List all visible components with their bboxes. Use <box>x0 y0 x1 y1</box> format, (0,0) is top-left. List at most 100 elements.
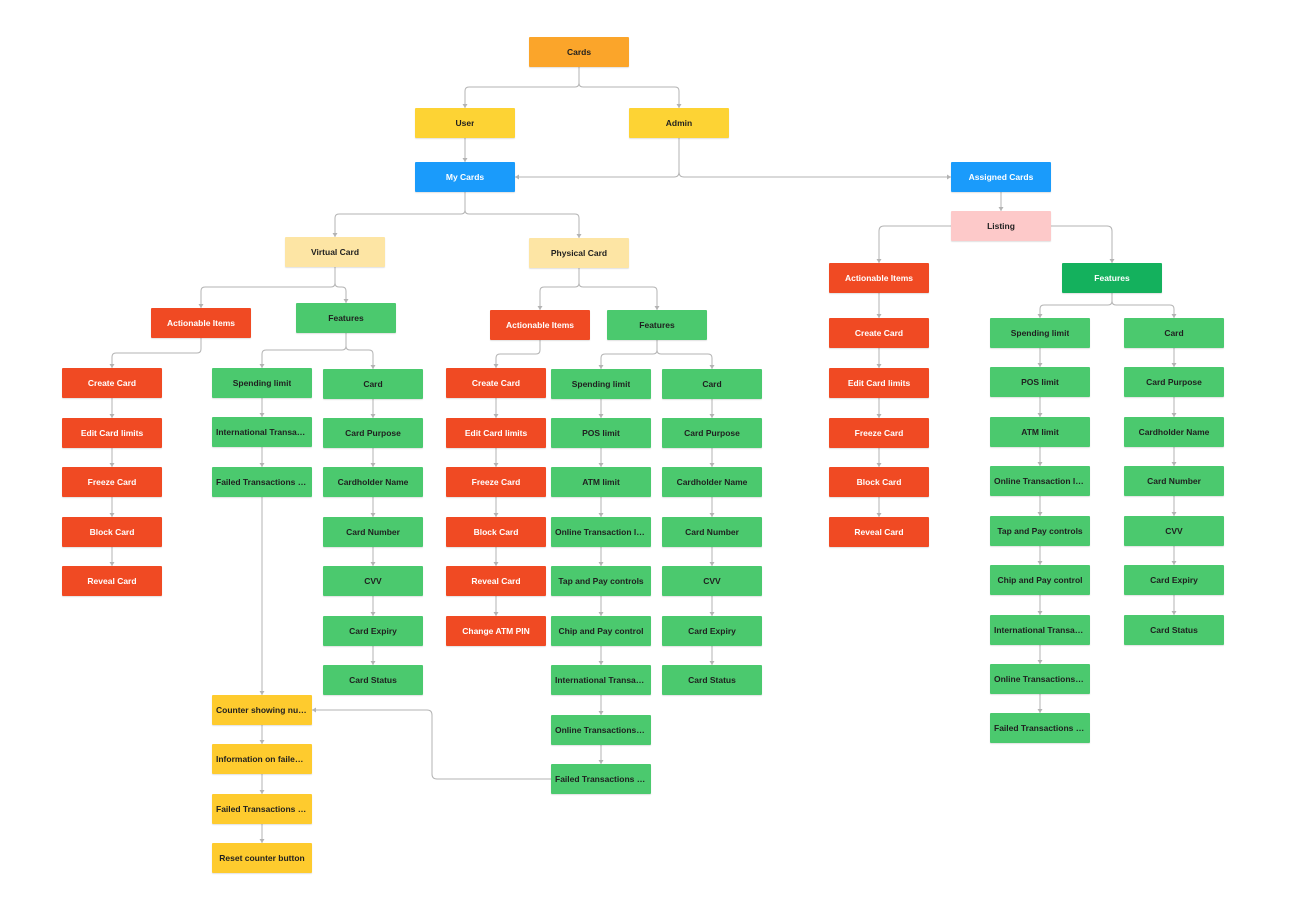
node-pc-card-purpose[interactable]: Card Purpose <box>662 418 762 448</box>
node-pc-change-atm-pin[interactable]: Change ATM PIN <box>446 616 546 646</box>
node-ac-reveal-card[interactable]: Reveal Card <box>829 517 929 547</box>
connector-arrowhead <box>876 364 882 368</box>
node-vc-freeze-card[interactable]: Freeze Card <box>62 467 162 497</box>
connector-arrowhead <box>876 513 882 517</box>
node-ac-card[interactable]: Card <box>1124 318 1224 348</box>
node-pc-spending-limit[interactable]: Spending limit <box>551 369 651 399</box>
node-label: CVV <box>364 576 382 586</box>
node-ac-edit-card-limits[interactable]: Edit Card limits <box>829 368 929 398</box>
connector-arrowhead <box>198 304 204 308</box>
node-ac-cardholder-name[interactable]: Cardholder Name <box>1124 417 1224 447</box>
node-ac-actionable-items[interactable]: Actionable Items <box>829 263 929 293</box>
node-label: Counter showing num... <box>216 705 308 715</box>
node-vc-card-number[interactable]: Card Number <box>323 517 423 547</box>
node-ac-online-transaction-limit[interactable]: Online Transaction limit <box>990 466 1090 496</box>
node-pc-card-number[interactable]: Card Number <box>662 517 762 547</box>
node-ac-tap-and-pay[interactable]: Tap and Pay controls <box>990 516 1090 546</box>
node-ac-international-transactions[interactable]: International Transacti... <box>990 615 1090 645</box>
node-ac-card-expiry[interactable]: Card Expiry <box>1124 565 1224 595</box>
node-vc-card-status[interactable]: Card Status <box>323 665 423 695</box>
connector-arrowhead <box>876 259 882 263</box>
node-vc-failed-transactions[interactable]: Failed Transactions Co... <box>212 467 312 497</box>
node-virtual-card[interactable]: Virtual Card <box>285 237 385 267</box>
node-failed-history[interactable]: Failed Transactions hi... <box>212 794 312 824</box>
node-physical-card[interactable]: Physical Card <box>529 238 629 268</box>
node-label: Card Purpose <box>1146 377 1202 387</box>
node-ac-atm-limit[interactable]: ATM limit <box>990 417 1090 447</box>
node-ac-freeze-card[interactable]: Freeze Card <box>829 418 929 448</box>
node-vc-card-purpose[interactable]: Card Purpose <box>323 418 423 448</box>
node-pc-pos-limit[interactable]: POS limit <box>551 418 651 448</box>
node-vc-card[interactable]: Card <box>323 369 423 399</box>
node-admin[interactable]: Admin <box>629 108 729 138</box>
node-pc-actionable-items[interactable]: Actionable Items <box>490 310 590 340</box>
node-pc-reveal-card[interactable]: Reveal Card <box>446 566 546 596</box>
node-ac-pos-limit[interactable]: POS limit <box>990 367 1090 397</box>
node-ac-card-purpose[interactable]: Card Purpose <box>1124 367 1224 397</box>
node-assigned-cards[interactable]: Assigned Cards <box>951 162 1051 192</box>
node-label: Card Expiry <box>688 626 736 636</box>
connector-arrowhead <box>259 413 265 417</box>
node-ac-block-card[interactable]: Block Card <box>829 467 929 497</box>
node-pc-failed-transactions[interactable]: Failed Transactions Co... <box>551 764 651 794</box>
node-pc-online-transactions[interactable]: Online Transactions c... <box>551 715 651 745</box>
node-vc-create-card[interactable]: Create Card <box>62 368 162 398</box>
node-ac-failed-transactions[interactable]: Failed Transactions Co... <box>990 713 1090 743</box>
node-ac-create-card[interactable]: Create Card <box>829 318 929 348</box>
node-ac-chip-and-pay[interactable]: Chip and Pay control <box>990 565 1090 595</box>
node-ac-spending-limit[interactable]: Spending limit <box>990 318 1090 348</box>
node-pc-international-transactions[interactable]: International Transacti... <box>551 665 651 695</box>
node-pc-card[interactable]: Card <box>662 369 762 399</box>
connector-line <box>656 340 713 369</box>
connector-arrowhead <box>1171 363 1177 367</box>
node-ac-card-status[interactable]: Card Status <box>1124 615 1224 645</box>
node-pc-online-transaction-limit[interactable]: Online Transaction limit <box>551 517 651 547</box>
node-vc-international-transactions[interactable]: International Transacti... <box>212 417 312 447</box>
node-vc-reveal-card[interactable]: Reveal Card <box>62 566 162 596</box>
node-pc-edit-card-limits[interactable]: Edit Card limits <box>446 418 546 448</box>
node-label: Physical Card <box>550 248 608 258</box>
node-listing[interactable]: Listing <box>951 211 1051 241</box>
node-pc-chip-and-pay[interactable]: Chip and Pay control <box>551 616 651 646</box>
node-pc-atm-limit[interactable]: ATM limit <box>551 467 651 497</box>
connector-arrowhead <box>259 691 265 695</box>
node-pc-create-card[interactable]: Create Card <box>446 368 546 398</box>
node-label: My Cards <box>445 172 485 182</box>
node-pc-freeze-card[interactable]: Freeze Card <box>446 467 546 497</box>
connector-arrowhead <box>332 233 338 237</box>
node-pc-tap-and-pay[interactable]: Tap and Pay controls <box>551 566 651 596</box>
node-vc-spending-limit[interactable]: Spending limit <box>212 368 312 398</box>
connector-arrowhead <box>598 711 604 715</box>
node-vc-cvv[interactable]: CVV <box>323 566 423 596</box>
connector-arrowhead <box>515 174 519 180</box>
node-pc-cvv[interactable]: CVV <box>662 566 762 596</box>
node-label: Edit Card limits <box>80 428 144 438</box>
node-pc-block-card[interactable]: Block Card <box>446 517 546 547</box>
node-vc-cardholder-name[interactable]: Cardholder Name <box>323 467 423 497</box>
node-pc-features[interactable]: Features <box>607 310 707 340</box>
node-reset-counter[interactable]: Reset counter button <box>212 843 312 873</box>
connector-arrowhead <box>370 513 376 517</box>
node-label: Spending limit <box>571 379 631 389</box>
node-label: Actionable Items <box>505 320 575 330</box>
node-ac-online-transactions[interactable]: Online Transactions c... <box>990 664 1090 694</box>
node-failed-info[interactable]: Information on failed TX <box>212 744 312 774</box>
node-vc-block-card[interactable]: Block Card <box>62 517 162 547</box>
node-ac-features[interactable]: Features <box>1062 263 1162 293</box>
node-vc-features[interactable]: Features <box>296 303 396 333</box>
node-label: Chip and Pay control <box>558 626 644 636</box>
node-vc-card-expiry[interactable]: Card Expiry <box>323 616 423 646</box>
node-ac-card-number[interactable]: Card Number <box>1124 466 1224 496</box>
node-pc-cardholder-name[interactable]: Cardholder Name <box>662 467 762 497</box>
node-pc-card-status[interactable]: Card Status <box>662 665 762 695</box>
node-label: POS limit <box>1021 377 1059 387</box>
node-vc-edit-card-limits[interactable]: Edit Card limits <box>62 418 162 448</box>
node-cards[interactable]: Cards <box>529 37 629 67</box>
node-pc-card-expiry[interactable]: Card Expiry <box>662 616 762 646</box>
node-ac-cvv[interactable]: CVV <box>1124 516 1224 546</box>
node-my-cards[interactable]: My Cards <box>415 162 515 192</box>
node-vc-actionable-items[interactable]: Actionable Items <box>151 308 251 338</box>
node-failed-counter[interactable]: Counter showing num... <box>212 695 312 725</box>
connector-arrowhead <box>998 207 1004 211</box>
node-user[interactable]: User <box>415 108 515 138</box>
